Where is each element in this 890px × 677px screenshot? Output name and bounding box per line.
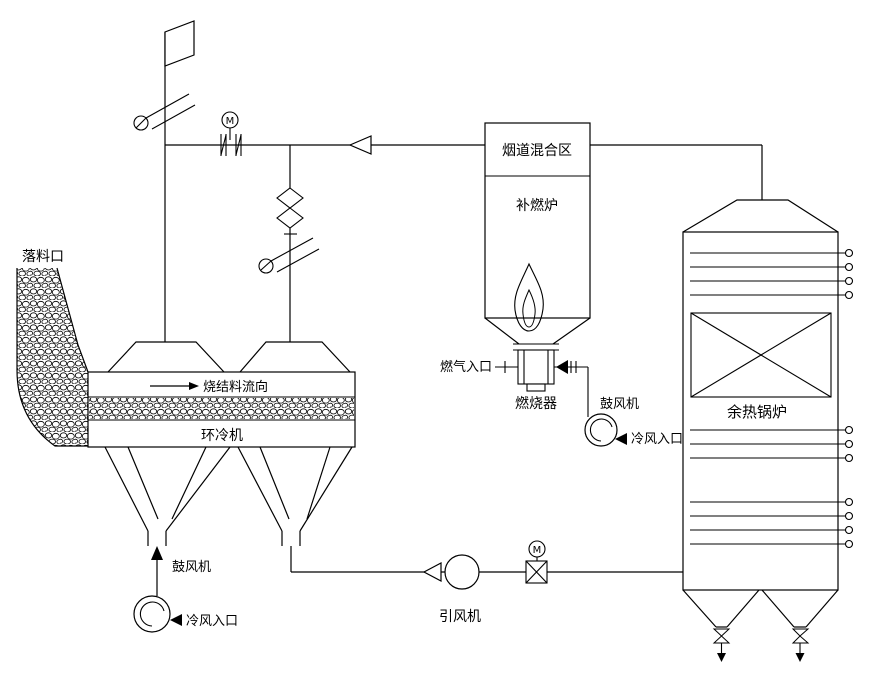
burner-bottom-flange	[526, 383, 546, 392]
sinter-bed-pebbles	[89, 398, 354, 419]
expansion-joint-icon	[276, 187, 304, 229]
ash-drop-arrow-left-icon	[717, 653, 726, 662]
blower-right-label: 鼓风机	[600, 397, 639, 412]
pipe-network	[164, 32, 763, 573]
flow-arrow-left-icon	[348, 135, 372, 155]
cooler-hood-left	[107, 341, 225, 373]
motor-actuator-icon	[221, 111, 239, 129]
boiler-top-hood	[682, 199, 839, 233]
flue-mixing-zone-label: 烟道混合区	[502, 143, 572, 159]
flame-outer-icon	[514, 262, 544, 332]
riser-right-fittings	[258, 187, 320, 274]
cooler-hood-right	[239, 341, 351, 373]
damper-valve-2-icon	[258, 233, 320, 274]
flow-arrow-bottom-icon	[422, 562, 442, 582]
vent-flag-icon	[164, 20, 195, 67]
burner-assembly: 燃气入口 燃烧器	[440, 343, 589, 417]
cold-air-left-label: 冷风入口	[186, 614, 238, 629]
cooler-hoppers	[104, 446, 353, 546]
waste-heat-boiler-label: 余热锅炉	[727, 403, 787, 421]
furnace-cone-left	[484, 317, 520, 345]
chute-inner-wall	[56, 267, 89, 373]
motor-valve-top: M	[220, 111, 242, 156]
boiler-ash-hoppers	[682, 589, 839, 628]
vent-stack	[133, 20, 196, 131]
afterburner-furnace: 烟道混合区 补燃炉	[484, 122, 591, 345]
gas-inlet-label: 燃气入口	[440, 359, 492, 375]
sinter-flow-arrow-icon	[189, 382, 199, 390]
blower-left-volute	[139, 601, 165, 627]
furnace-shell	[484, 122, 591, 319]
recirculation-line-equipment: 引风机 M	[422, 540, 548, 625]
induced-draft-fan-icon	[444, 554, 480, 590]
damper-valve-icon	[133, 93, 196, 131]
furnace-cone-right	[552, 317, 591, 345]
motor-actuator-bottom-icon	[528, 540, 546, 558]
ash-drop-arrow-right-icon	[795, 653, 805, 662]
boiler-coils-top	[690, 248, 854, 300]
air-into-burner-arrow-icon	[556, 360, 568, 374]
ring-cooler: 烧结料流向 环冷机	[87, 341, 356, 546]
burner-label: 燃烧器	[515, 395, 557, 412]
boiler-coils-middle	[690, 425, 854, 463]
blower-right-volute	[589, 418, 613, 442]
motor-valve-bottom-label: M	[533, 545, 542, 556]
waste-heat-boiler: 余热锅炉	[682, 199, 854, 662]
blower-left-label: 鼓风机	[172, 560, 211, 575]
boiler-evaporator-section	[690, 312, 832, 398]
cold-air-left-arrow-icon	[170, 614, 182, 626]
discharge-chute: 落料口	[16, 249, 89, 447]
boiler-coils-bottom	[690, 497, 854, 549]
supplementary-furnace-label: 补燃炉	[516, 197, 558, 214]
ring-cooler-label: 环冷机	[201, 428, 243, 444]
cold-air-right-label: 冷风入口	[631, 432, 683, 447]
ash-discharge-valve-right-icon	[791, 628, 810, 644]
ash-discharge-valve-left-icon	[712, 628, 731, 644]
drop-inlet-label: 落料口	[22, 249, 64, 265]
burner-body	[517, 349, 555, 385]
blower-left-fan-icon	[133, 595, 171, 633]
sinter-flow-label: 烧结料流向	[203, 379, 268, 395]
chute-pebble-fill	[17, 268, 88, 446]
flame-inner-icon	[522, 288, 536, 328]
blower-right: 鼓风机 冷风入口	[584, 397, 683, 447]
cold-air-right-arrow-icon	[615, 433, 627, 445]
induced-draft-fan-label: 引风机	[439, 609, 481, 625]
motor-valve-bottom: M	[525, 540, 548, 584]
chute-outer-wall	[16, 268, 88, 447]
motor-valve-top-label: M	[226, 116, 235, 127]
air-up-arrow-icon	[151, 546, 163, 560]
blower-left: 鼓风机 冷风入口	[133, 546, 238, 633]
